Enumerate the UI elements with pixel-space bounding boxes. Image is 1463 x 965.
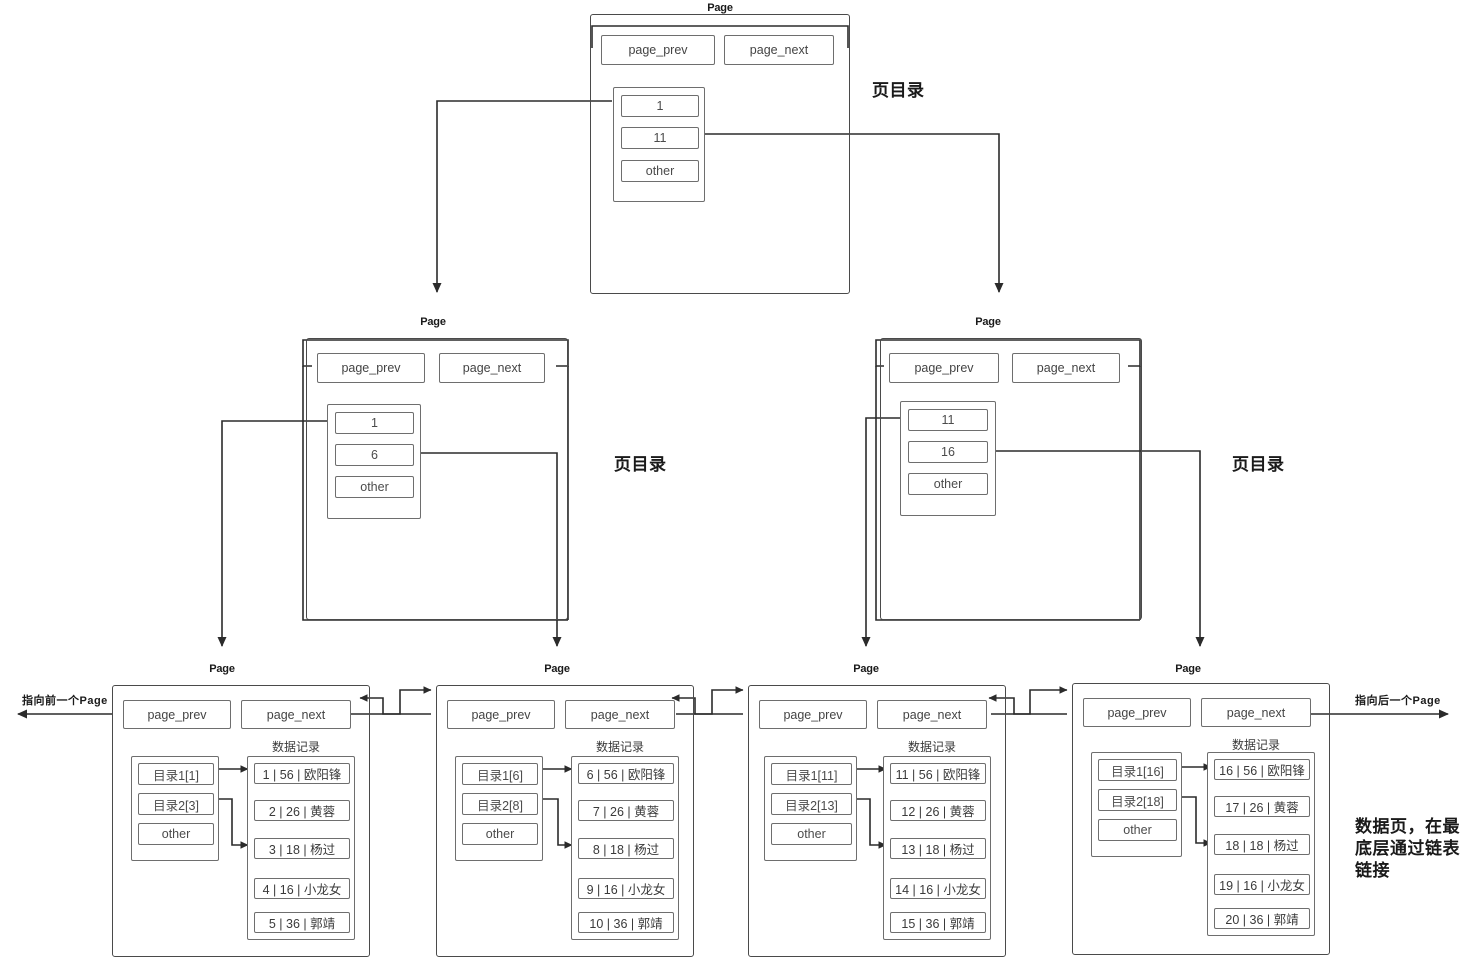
- page-leaf-3[interactable]: page_prev page_next 数据记录 目录1[11] 目录2[13]…: [748, 685, 1006, 957]
- page-caption-internal-left: Page: [420, 316, 446, 328]
- record-row[interactable]: 17 | 26 | 黄蓉: [1214, 796, 1310, 817]
- dir-slot-other[interactable]: other: [462, 823, 538, 845]
- records-block-leaf-2: 6 | 56 | 欧阳锋 7 | 26 | 黄蓉 8 | 18 | 杨过 9 |…: [571, 756, 679, 940]
- records-block-leaf-1: 1 | 56 | 欧阳锋 2 | 26 | 黄蓉 3 | 18 | 杨过 4 |…: [247, 756, 355, 940]
- page-next-leaf-2[interactable]: page_next: [565, 700, 675, 729]
- page-leaf-2[interactable]: page_prev page_next 数据记录 目录1[6] 目录2[8] o…: [436, 685, 694, 957]
- record-row[interactable]: 4 | 16 | 小龙女: [254, 878, 350, 899]
- dir-slot-1[interactable]: 目录2[8]: [462, 793, 538, 815]
- page-next-internal-left[interactable]: page_next: [439, 353, 545, 383]
- page-directory-leaf-2: 目录1[6] 目录2[8] other: [455, 756, 543, 861]
- page-prev-root[interactable]: page_prev: [601, 35, 715, 65]
- records-label-leaf-1: 数据记录: [271, 740, 321, 754]
- record-row[interactable]: 11 | 56 | 欧阳锋: [890, 763, 986, 784]
- page-prev-internal-right[interactable]: page_prev: [889, 353, 999, 383]
- dir-slot-1[interactable]: 11: [621, 127, 699, 149]
- record-row[interactable]: 3 | 18 | 杨过: [254, 838, 350, 859]
- record-row[interactable]: 13 | 18 | 杨过: [890, 838, 986, 859]
- record-row[interactable]: 10 | 36 | 郭靖: [578, 912, 674, 933]
- annotation-next-page: 指向后一个Page: [1355, 695, 1441, 707]
- record-row[interactable]: 16 | 56 | 欧阳锋: [1214, 759, 1310, 780]
- page-next-leaf-4[interactable]: page_next: [1201, 698, 1311, 727]
- record-row[interactable]: 6 | 56 | 欧阳锋: [578, 763, 674, 784]
- dir-slot-other[interactable]: other: [908, 473, 988, 495]
- dir-slot-1[interactable]: 6: [335, 444, 414, 466]
- record-row[interactable]: 7 | 26 | 黄蓉: [578, 800, 674, 821]
- dir-slot-0[interactable]: 目录1[16]: [1098, 759, 1177, 781]
- annotation-page-directory-root: 页目录: [872, 81, 925, 100]
- dir-slot-other[interactable]: other: [771, 823, 852, 845]
- records-label-leaf-3: 数据记录: [907, 740, 957, 754]
- page-prev-leaf-1[interactable]: page_prev: [123, 700, 231, 729]
- dir-slot-other[interactable]: other: [621, 160, 699, 182]
- records-label-leaf-4: 数据记录: [1231, 738, 1281, 752]
- page-caption-internal-right: Page: [975, 316, 1001, 328]
- dir-slot-0[interactable]: 目录1[1]: [138, 763, 214, 785]
- dir-slot-other[interactable]: other: [138, 823, 214, 845]
- dir-slot-1[interactable]: 目录2[13]: [771, 793, 852, 815]
- page-prev-leaf-2[interactable]: page_prev: [447, 700, 555, 729]
- page-next-internal-right[interactable]: page_next: [1012, 353, 1120, 383]
- annotation-leaf-note: 数据页，在最底层通过链表链接: [1355, 817, 1460, 880]
- record-row[interactable]: 12 | 26 | 黄蓉: [890, 800, 986, 821]
- dir-slot-1[interactable]: 目录2[18]: [1098, 789, 1177, 811]
- dir-slot-0[interactable]: 目录1[6]: [462, 763, 538, 785]
- page-leaf-1[interactable]: page_prev page_next 数据记录 目录1[1] 目录2[3] o…: [112, 685, 370, 957]
- record-row[interactable]: 1 | 56 | 欧阳锋: [254, 763, 350, 784]
- dir-slot-other[interactable]: other: [1098, 819, 1177, 841]
- page-next-leaf-3[interactable]: page_next: [877, 700, 987, 729]
- record-row[interactable]: 5 | 36 | 郭靖: [254, 912, 350, 933]
- page-directory-internal-right: 11 16 other: [900, 401, 996, 516]
- record-row[interactable]: 8 | 18 | 杨过: [578, 838, 674, 859]
- page-prev-leaf-3[interactable]: page_prev: [759, 700, 867, 729]
- page-next-root[interactable]: page_next: [724, 35, 834, 65]
- page-prev-internal-left[interactable]: page_prev: [317, 353, 425, 383]
- page-internal-right[interactable]: page_prev page_next 11 16 other: [880, 338, 1142, 620]
- record-row[interactable]: 20 | 36 | 郭靖: [1214, 908, 1310, 929]
- records-block-leaf-3: 11 | 56 | 欧阳锋 12 | 26 | 黄蓉 13 | 18 | 杨过 …: [883, 756, 991, 940]
- dir-slot-0[interactable]: 目录1[11]: [771, 763, 852, 785]
- page-caption-leaf-1: Page: [209, 663, 235, 675]
- record-row[interactable]: 18 | 18 | 杨过: [1214, 834, 1310, 855]
- dir-slot-0[interactable]: 11: [908, 409, 988, 431]
- page-directory-leaf-1: 目录1[1] 目录2[3] other: [131, 756, 219, 861]
- dir-slot-other[interactable]: other: [335, 476, 414, 498]
- page-root[interactable]: page_prev page_next 1 11 other: [590, 14, 850, 294]
- record-row[interactable]: 14 | 16 | 小龙女: [890, 878, 986, 899]
- page-leaf-4[interactable]: page_prev page_next 数据记录 目录1[16] 目录2[18]…: [1072, 683, 1330, 955]
- dir-slot-0[interactable]: 1: [621, 95, 699, 117]
- dir-slot-1[interactable]: 16: [908, 441, 988, 463]
- records-block-leaf-4: 16 | 56 | 欧阳锋 17 | 26 | 黄蓉 18 | 18 | 杨过 …: [1207, 752, 1315, 936]
- page-directory-root: 1 11 other: [613, 87, 705, 202]
- records-label-leaf-2: 数据记录: [595, 740, 645, 754]
- page-directory-internal-left: 1 6 other: [327, 404, 421, 519]
- annotation-page-directory-internal-left: 页目录: [614, 455, 667, 474]
- page-next-leaf-1[interactable]: page_next: [241, 700, 351, 729]
- page-caption-leaf-2: Page: [544, 663, 570, 675]
- page-caption-root: Page: [707, 2, 733, 14]
- record-row[interactable]: 19 | 16 | 小龙女: [1214, 874, 1310, 895]
- page-caption-leaf-3: Page: [853, 663, 879, 675]
- page-internal-left[interactable]: page_prev page_next 1 6 other: [306, 338, 568, 620]
- dir-slot-1[interactable]: 目录2[3]: [138, 793, 214, 815]
- page-directory-leaf-3: 目录1[11] 目录2[13] other: [764, 756, 857, 861]
- record-row[interactable]: 15 | 36 | 郭靖: [890, 912, 986, 933]
- annotation-prev-page: 指向前一个Page: [22, 695, 108, 707]
- record-row[interactable]: 9 | 16 | 小龙女: [578, 878, 674, 899]
- page-directory-leaf-4: 目录1[16] 目录2[18] other: [1091, 752, 1182, 857]
- dir-slot-0[interactable]: 1: [335, 412, 414, 434]
- page-caption-leaf-4: Page: [1175, 663, 1201, 675]
- annotation-page-directory-internal-right: 页目录: [1232, 455, 1285, 474]
- record-row[interactable]: 2 | 26 | 黄蓉: [254, 800, 350, 821]
- page-prev-leaf-4[interactable]: page_prev: [1083, 698, 1191, 727]
